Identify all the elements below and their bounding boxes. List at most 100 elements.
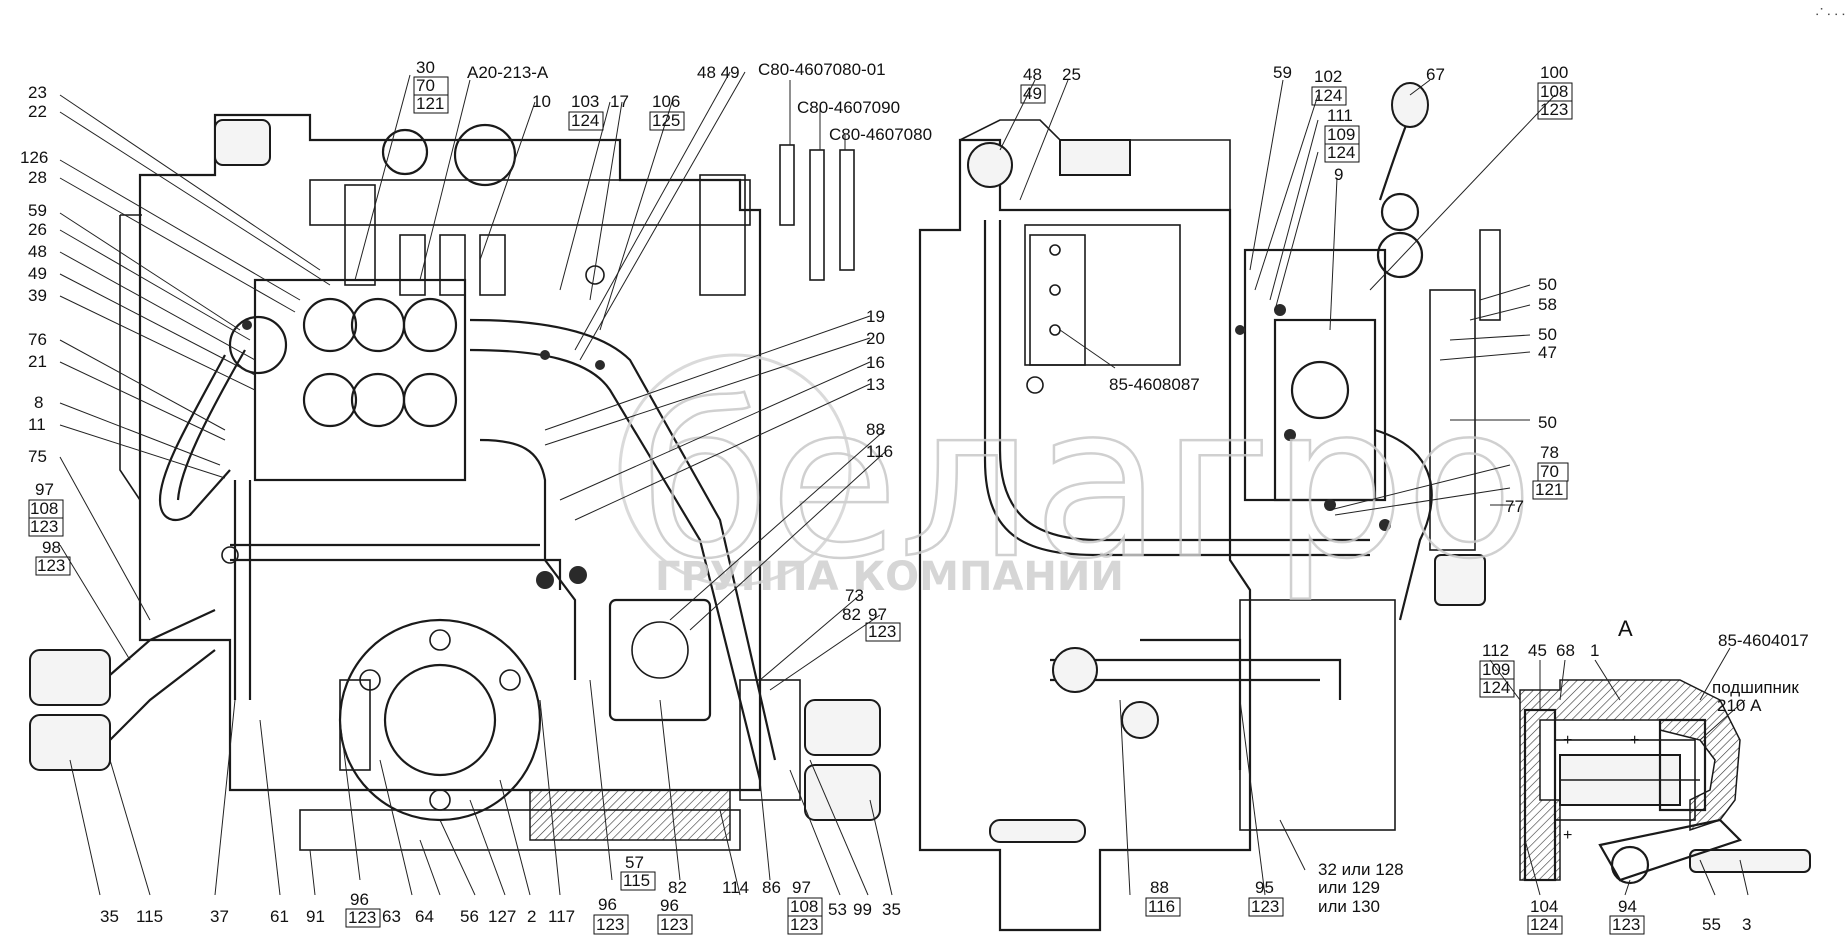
label-64: 64 [415, 907, 434, 926]
right-labels: 48 49 25 59 102 124 111 109 124 67 100 1… [1020, 63, 1573, 917]
svg-text:+: + [1563, 732, 1572, 749]
label-63: 63 [382, 907, 401, 926]
label-50-r1: 50 [1538, 275, 1557, 294]
label-123-r: 123 [1540, 100, 1568, 119]
label-70-r: 70 [1540, 462, 1559, 481]
label-85-4608087: 85-4608087 [1109, 375, 1200, 394]
label-102-r: 102 [1314, 67, 1342, 86]
label-55: 55 [1702, 915, 1721, 934]
label-c80-4607090: С80-4607090 [797, 98, 900, 117]
label-123-b1: 123 [348, 908, 376, 927]
right-view-assembly [918, 82, 1501, 932]
label-117: 117 [548, 907, 575, 926]
label-73: 73 [845, 586, 864, 605]
label-82: 82 [842, 605, 861, 624]
label-98: 98 [42, 538, 61, 557]
label-a20-213-a: А20-213-А [467, 63, 549, 82]
label-124-s2: 124 [1530, 915, 1558, 934]
label-11: 11 [28, 415, 46, 434]
section-a-title: А [1618, 616, 1633, 641]
label-103: 103 [571, 92, 599, 111]
label-bearing-2: 210 А [1717, 696, 1762, 715]
label-116-r: 116 [1148, 897, 1175, 916]
watermark-brand: белагро [640, 360, 1534, 605]
label-125: 125 [652, 111, 680, 130]
label-59: 59 [28, 201, 47, 220]
label-50-r3: 50 [1538, 413, 1557, 432]
label-96-c: 96 [660, 896, 679, 915]
label-115: 115 [136, 907, 163, 926]
label-26: 26 [28, 220, 47, 239]
label-c80-4607080: С80-4607080 [829, 125, 932, 144]
watermark: белагро ГРУППА КОМПАНИЙ [618, 353, 1535, 606]
label-85-4604017: 85-4604017 [1718, 631, 1809, 650]
label-109-r: 109 [1327, 125, 1355, 144]
label-114: 114 [722, 878, 749, 897]
svg-text:+: + [1563, 827, 1572, 844]
label-10: 10 [532, 92, 551, 111]
label-76: 76 [28, 330, 47, 349]
label-20: 20 [866, 329, 885, 348]
label-22: 22 [28, 102, 47, 121]
label-130: или 130 [1318, 897, 1380, 916]
label-67-r: 67 [1426, 65, 1445, 84]
label-9-r: 9 [1334, 165, 1343, 184]
label-35-b: 35 [882, 900, 901, 919]
label-123-b3: 123 [660, 915, 688, 934]
label-19: 19 [866, 307, 885, 326]
left-labels: 23 22 126 28 59 26 48 49 39 76 21 8 11 7… [20, 83, 71, 576]
label-97: 97 [35, 480, 54, 499]
label-68: 68 [1556, 641, 1575, 660]
label-82-b: 82 [668, 878, 687, 897]
label-57: 57 [625, 853, 644, 872]
label-123-r2: 123 [1251, 897, 1279, 916]
label-94: 94 [1618, 897, 1637, 916]
leader-lines [59, 71, 1749, 896]
label-32-128: 32 или 128 [1318, 860, 1404, 879]
label-39: 39 [28, 286, 47, 305]
label-78-r: 78 [1540, 443, 1559, 462]
label-58-r: 58 [1538, 295, 1557, 314]
label-70: 70 [416, 76, 435, 95]
label-86: 86 [762, 878, 781, 897]
label-c80-4607080-01: С80-4607080-01 [758, 60, 886, 79]
label-37: 37 [210, 907, 229, 926]
label-123-mid: 123 [868, 622, 896, 641]
label-1: 1 [1590, 641, 1599, 660]
mid-labels: 19 20 16 13 88 116 73 82 97 123 [842, 307, 901, 642]
label-75: 75 [28, 447, 47, 466]
label-108-b: 108 [790, 897, 818, 916]
label-112: 112 [1482, 641, 1509, 660]
label-104: 104 [1530, 897, 1558, 916]
label-77-r: 77 [1505, 497, 1524, 516]
label-25-r: 25 [1062, 65, 1081, 84]
label-53: 53 [828, 900, 847, 919]
label-3: 3 [1742, 915, 1751, 934]
label-59-r: 59 [1273, 63, 1292, 82]
label-13: 13 [866, 375, 885, 394]
label-108-r: 108 [1540, 82, 1568, 101]
label-16: 16 [866, 353, 885, 372]
label-45: 45 [1528, 641, 1547, 660]
label-56: 56 [460, 907, 479, 926]
label-23: 23 [28, 83, 47, 102]
corner-mark: ⠠⠁⠄⠄⠄ [1812, 8, 1848, 19]
label-28: 28 [28, 168, 47, 187]
section-a-labels: А 112 109 124 45 68 1 85-4604017 подшипн… [1479, 616, 1809, 935]
label-129: или 129 [1318, 878, 1380, 897]
label-97-mid: 97 [868, 605, 887, 624]
label-61: 61 [270, 907, 289, 926]
label-108: 108 [30, 499, 58, 518]
label-100-r: 100 [1540, 63, 1568, 82]
label-99: 99 [853, 900, 872, 919]
label-123-s: 123 [1612, 915, 1640, 934]
label-123-b: 123 [37, 556, 65, 575]
label-49: 49 [28, 264, 47, 283]
label-111-r: 111 [1327, 106, 1353, 125]
label-88: 88 [866, 420, 885, 439]
label-123-b4: 123 [790, 915, 818, 934]
label-bearing-1: подшипник [1712, 678, 1799, 697]
label-126: 126 [20, 148, 48, 167]
label-106: 106 [652, 92, 680, 111]
label-116: 116 [866, 442, 893, 461]
